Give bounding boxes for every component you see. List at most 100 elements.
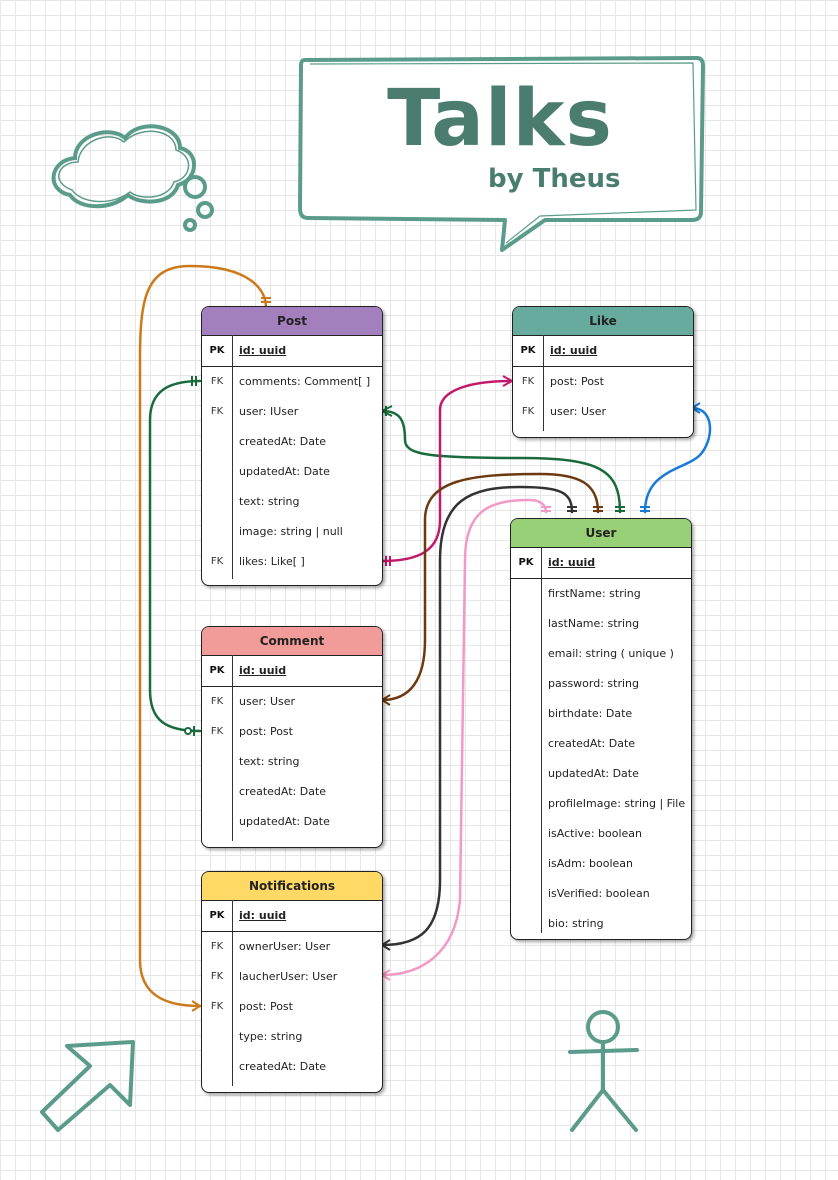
primary-key-row[interactable]: PK id: uuid (202, 901, 382, 932)
primary-key-row[interactable]: PK id: uuid (511, 548, 691, 579)
field-row[interactable]: text: string (202, 747, 382, 777)
field-label: createdAt: Date (239, 1060, 327, 1073)
field-label: type: string (239, 1030, 303, 1043)
field-row[interactable]: profileImage: string | File (511, 789, 691, 819)
entity-header: User (511, 519, 691, 548)
field-label: image: string | null (239, 525, 343, 538)
key-label: PK (209, 665, 225, 676)
field-row[interactable]: FK comments: Comment[ ] (202, 367, 382, 397)
field-label: comments: Comment[ ] (239, 375, 371, 388)
field-label: post: Post (239, 725, 293, 738)
field-row[interactable]: birthdate: Date (511, 699, 691, 729)
field-label: firstName: string (548, 587, 641, 600)
field-row[interactable]: updatedAt: Date (202, 457, 382, 487)
field-label: createdAt: Date (239, 785, 327, 798)
key-label: PK (518, 557, 534, 568)
field-label: id: uuid (239, 344, 287, 357)
key-label: FK (210, 696, 224, 707)
field-label: lastName: string (548, 617, 640, 630)
field-row[interactable]: FK post: Post (513, 367, 693, 397)
divider (232, 335, 233, 579)
field-row[interactable]: createdAt: Date (202, 777, 382, 807)
app-title: Talks (387, 74, 613, 164)
field-label: isVerified: boolean (548, 887, 650, 900)
field-label: post: Post (550, 375, 604, 388)
field-label: text: string (239, 755, 300, 768)
divider (232, 900, 233, 1086)
field-label: user: User (550, 405, 607, 418)
field-row[interactable]: isVerified: boolean (511, 879, 691, 909)
field-row[interactable]: createdAt: Date (511, 729, 691, 759)
key-label: PK (209, 345, 225, 356)
field-label: createdAt: Date (548, 737, 636, 750)
field-label: id: uuid (239, 664, 287, 677)
field-label: id: uuid (239, 909, 287, 922)
divider (541, 547, 542, 933)
field-label: text: string (239, 495, 300, 508)
field-row[interactable]: updatedAt: Date (202, 807, 382, 837)
field-row[interactable]: image: string | null (202, 517, 382, 547)
primary-key-row[interactable]: PK id: uuid (202, 656, 382, 687)
field-row[interactable]: FK post: Post (202, 717, 382, 747)
field-label: user: IUser (239, 405, 299, 418)
field-label: updatedAt: Date (548, 767, 639, 780)
key-label: FK (210, 941, 224, 952)
key-label: FK (521, 406, 535, 417)
thought-cloud-icon (51, 124, 214, 232)
stick-figure-icon (568, 1010, 639, 1132)
field-row[interactable]: FK user: User (513, 397, 693, 427)
field-label: likes: Like[ ] (239, 555, 305, 568)
entity-header: Like (513, 307, 693, 336)
field-label: post: Post (239, 1000, 293, 1013)
primary-key-row[interactable]: PK id: uuid (202, 336, 382, 367)
field-row[interactable]: createdAt: Date (202, 427, 382, 457)
field-row[interactable]: FK likes: Like[ ] (202, 547, 382, 577)
field-row[interactable]: updatedAt: Date (511, 759, 691, 789)
field-row[interactable]: email: string ( unique ) (511, 639, 691, 669)
field-row[interactable]: lastName: string (511, 609, 691, 639)
field-label: birthdate: Date (548, 707, 633, 720)
key-label: FK (210, 376, 224, 387)
key-label: FK (521, 376, 535, 387)
title-bubble-content: Talks by Theus (300, 58, 700, 220)
field-row[interactable]: text: string (202, 487, 382, 517)
field-row[interactable]: isAdm: boolean (511, 849, 691, 879)
field-label: updatedAt: Date (239, 815, 330, 828)
entity-rows: PK id: uuid firstName: string lastName: str… (511, 548, 691, 939)
field-label: createdAt: Date (239, 435, 327, 448)
key-label: FK (210, 556, 224, 567)
entity-header: Notifications (202, 872, 382, 901)
field-label: id: uuid (550, 344, 598, 357)
field-row[interactable]: FK ownerUser: User (202, 932, 382, 962)
key-label: PK (209, 910, 225, 921)
app-subtitle: by Theus (488, 164, 621, 194)
field-label: isActive: boolean (548, 827, 642, 840)
entity-user[interactable]: User PK id: uuid firstName: string lastName… (510, 518, 692, 940)
field-label: profileImage: string | File (548, 797, 686, 810)
key-label: FK (210, 971, 224, 982)
arrow-icon (40, 1040, 135, 1132)
field-row[interactable]: FK laucherUser: User (202, 962, 382, 992)
field-row[interactable]: password: string (511, 669, 691, 699)
field-row[interactable]: type: string (202, 1022, 382, 1052)
field-label: ownerUser: User (239, 940, 331, 953)
field-row[interactable]: bio: string (511, 909, 691, 939)
field-row[interactable]: firstName: string (511, 579, 691, 609)
field-label: laucherUser: User (239, 970, 338, 983)
field-row[interactable]: isActive: boolean (511, 819, 691, 849)
key-label: FK (210, 726, 224, 737)
field-row[interactable]: createdAt: Date (202, 1052, 382, 1082)
field-label: id: uuid (548, 556, 596, 569)
